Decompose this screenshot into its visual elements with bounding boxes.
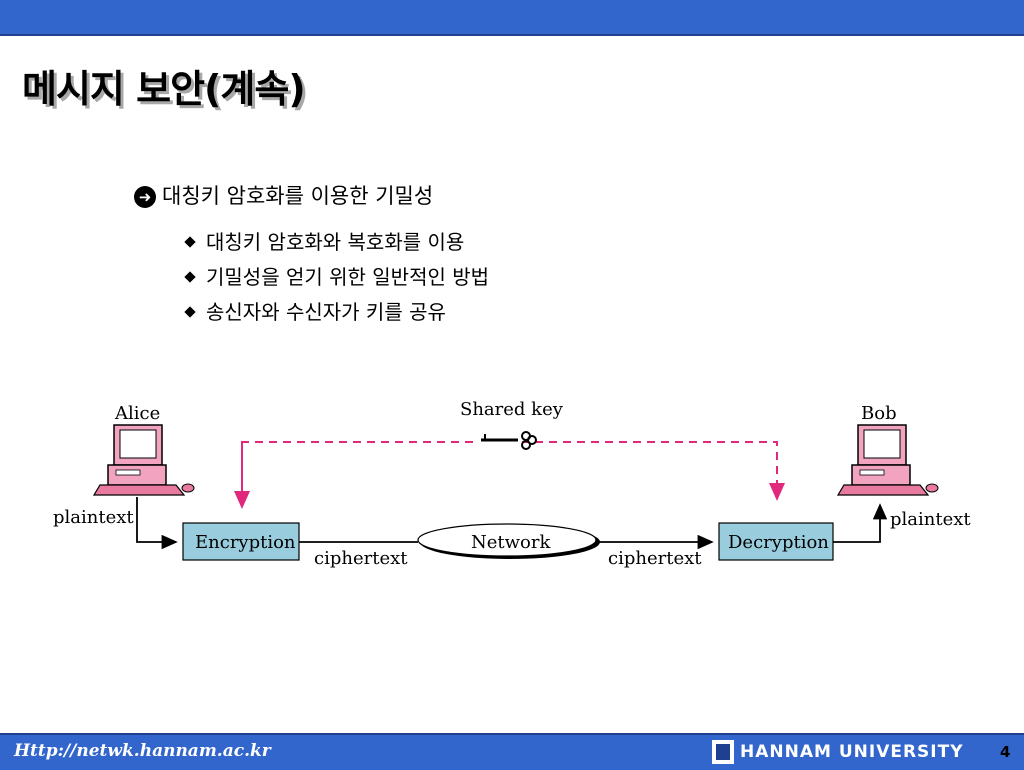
diamond-bullet-icon bbox=[184, 270, 196, 283]
plaintext-left-label: plaintext bbox=[53, 507, 134, 528]
sub-bullet: 기밀성을 얻기 위한 일반적인 방법 bbox=[184, 261, 490, 290]
decryption-label: Decryption bbox=[728, 532, 829, 553]
symmetric-key-diagram: Alice Bob Shared key plaintext Encryptio… bbox=[53, 399, 971, 569]
university-name: HANNAM UNIVERSITY bbox=[740, 742, 964, 762]
diamond-bullet-icon bbox=[184, 305, 196, 318]
alice-label: Alice bbox=[114, 403, 160, 424]
alice-computer-icon bbox=[92, 424, 195, 496]
sub-bullet-text: 기밀성을 얻기 위한 일반적인 방법 bbox=[206, 265, 490, 289]
footer-url-link[interactable]: Http://netwk.hannam.ac.kr bbox=[14, 741, 271, 761]
encryption-box bbox=[182, 522, 300, 561]
bob-computer-icon bbox=[836, 424, 939, 496]
ciphertext-left-label: ciphertext bbox=[314, 548, 408, 569]
network-label: Network bbox=[471, 532, 551, 553]
shared-key-label: Shared key bbox=[460, 399, 564, 420]
plaintext-in-arrow bbox=[136, 497, 178, 550]
shared-key-line-right bbox=[241, 441, 785, 501]
page-number: 4 bbox=[1000, 743, 1011, 761]
diamond-bullet-icon bbox=[184, 235, 196, 248]
slide-title: 메시지 보안(계속) bbox=[22, 67, 306, 111]
sub-bullet: 송신자와 수신자가 키를 공유 bbox=[184, 296, 446, 325]
ciphertext-right-label: ciphertext bbox=[608, 548, 702, 569]
arrow-bullet-icon: ➜ bbox=[134, 186, 156, 208]
plaintext-out-arrow bbox=[833, 503, 888, 543]
key-icon bbox=[476, 431, 537, 450]
bob-label: Bob bbox=[861, 403, 897, 424]
footer-bar: Http://netwk.hannam.ac.kr HANNAM UNIVERS… bbox=[0, 733, 1024, 770]
plaintext-right-label: plaintext bbox=[890, 509, 971, 530]
sub-bullet: 대칭키 암호화와 복호화를 이용 bbox=[184, 226, 465, 255]
sub-bullet-text: 송신자와 수신자가 키를 공유 bbox=[206, 300, 446, 324]
network-ellipse bbox=[417, 523, 597, 557]
encryption-label: Encryption bbox=[195, 532, 296, 553]
sub-bullet-text: 대칭키 암호화와 복호화를 이용 bbox=[206, 230, 465, 254]
university-brand: HANNAM UNIVERSITY bbox=[712, 740, 964, 764]
top-bar bbox=[0, 0, 1024, 36]
university-logo-icon bbox=[712, 740, 734, 764]
decryption-box bbox=[718, 522, 834, 561]
main-bullet: ➜ 대칭키 암호화를 이용한 기밀성 bbox=[134, 180, 433, 210]
main-bullet-text: 대칭키 암호화를 이용한 기밀성 bbox=[162, 184, 434, 208]
